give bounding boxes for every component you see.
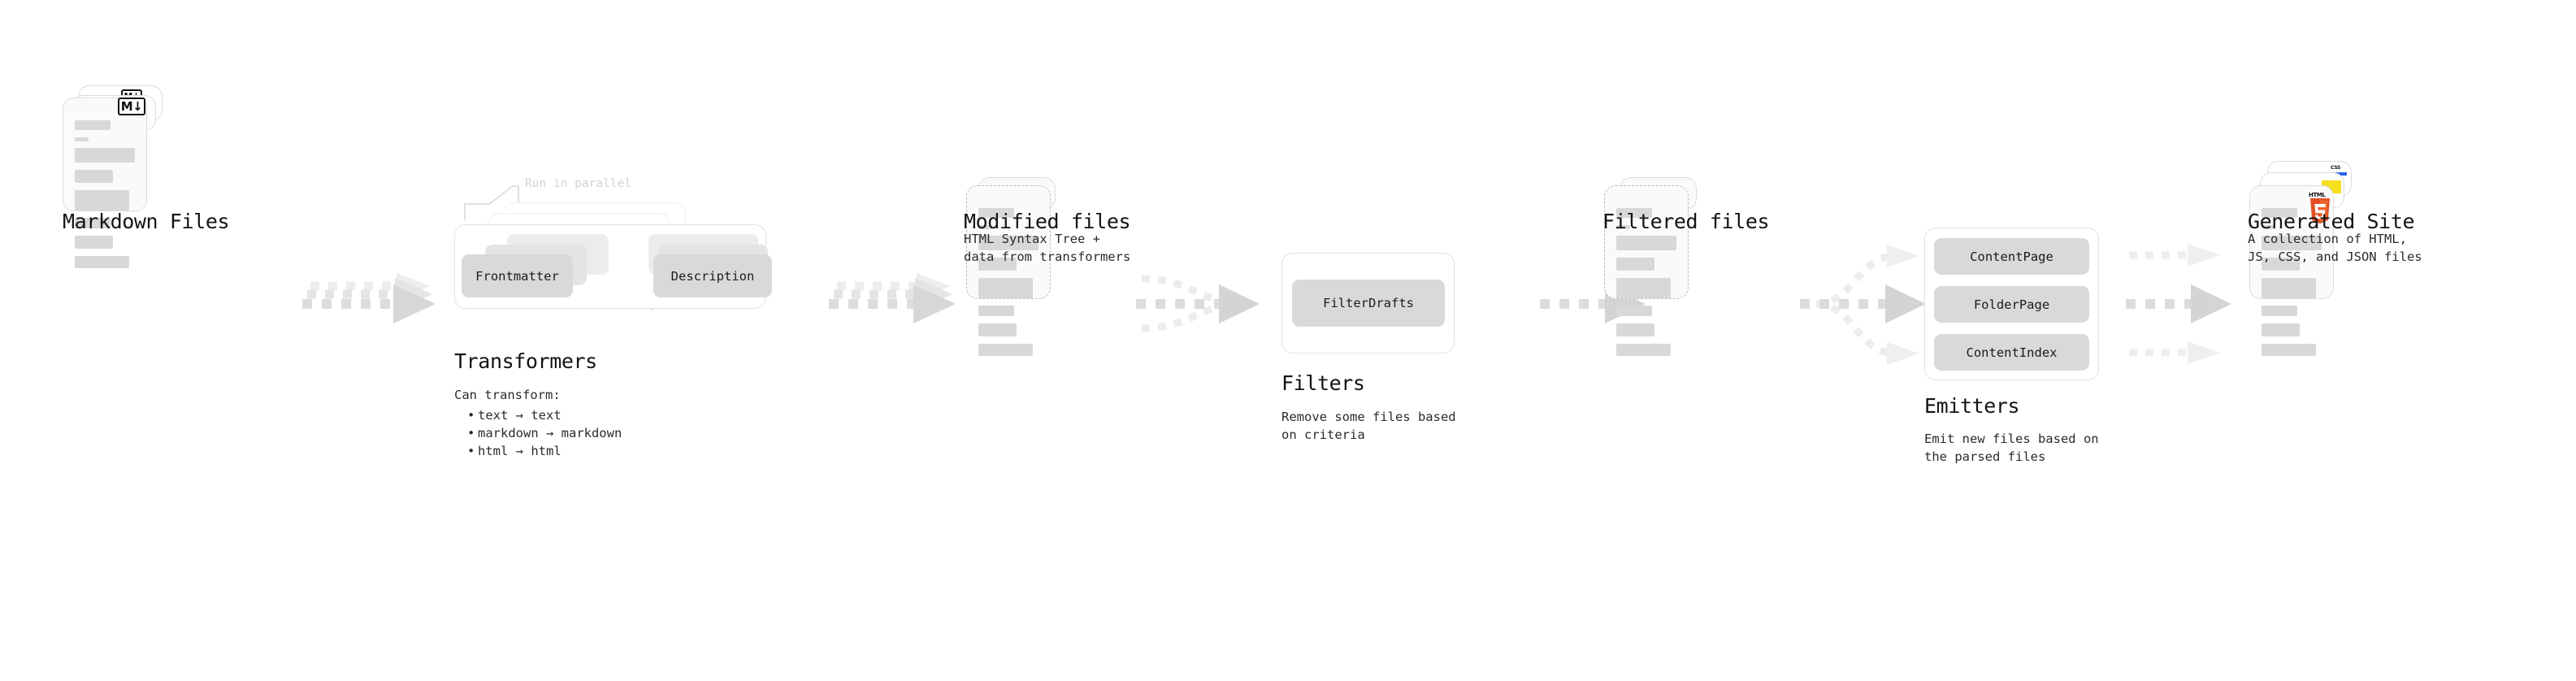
content-bar <box>75 170 113 183</box>
content-bar <box>75 137 89 141</box>
content-bar <box>978 236 1039 250</box>
modified-card-front <box>966 185 1051 356</box>
bullet-text-to-text: text → text <box>467 406 622 424</box>
modified-content-bars <box>978 208 1039 363</box>
bullet-markdown-to-markdown: markdown → markdown <box>467 424 622 442</box>
arrow-modified-to-filters <box>1136 275 1260 332</box>
filtered-files-title: Filtered files <box>1602 210 1770 233</box>
chip-contentindex[interactable]: ContentIndex <box>1934 334 2089 371</box>
markdown-files-title: Markdown Files <box>63 210 230 233</box>
markdown-card-front <box>63 98 147 268</box>
chip-filterdrafts[interactable]: FilterDrafts <box>1292 280 1445 327</box>
content-bar <box>1616 323 1654 336</box>
arrow-filtered-to-emitters <box>1800 245 1926 365</box>
content-bar <box>75 148 135 163</box>
content-bar <box>1616 225 1630 229</box>
content-bar <box>1616 258 1654 271</box>
content-bar <box>1616 278 1671 298</box>
content-bar <box>2262 208 2297 218</box>
content-bar <box>978 208 1014 218</box>
html5-icon <box>2310 198 2330 223</box>
content-bar <box>978 258 1017 271</box>
arrow-transformers-to-modified <box>829 273 956 323</box>
emitters-title: Emitters <box>1924 394 2020 418</box>
transformers-lead: Can transform: <box>454 388 561 402</box>
filtered-content-bars <box>1616 208 1676 363</box>
chip-frontmatter[interactable]: Frontmatter <box>462 254 573 297</box>
arrow-markdown-to-transformers <box>302 273 436 323</box>
content-bar <box>1616 344 1671 356</box>
content-bar <box>978 306 1014 316</box>
emitters-desc: Emit new files based on the parsed files <box>1924 432 2099 464</box>
generated-site-title: Generated Site <box>2248 210 2415 233</box>
chip-description[interactable]: Description <box>653 254 772 297</box>
content-bar <box>2262 236 2322 250</box>
content-bar <box>75 256 129 268</box>
content-bar <box>75 218 111 228</box>
generated-site-desc: A collection of HTML, JS, CSS, and JSON … <box>2248 232 2422 264</box>
filters-title: Filters <box>1281 371 1365 395</box>
content-bar <box>1616 306 1652 316</box>
modified-files-desc: HTML Syntax Tree + data from transformer… <box>964 232 1131 264</box>
filtered-card-front <box>1604 185 1689 356</box>
content-bar <box>75 236 113 249</box>
content-bar <box>978 344 1033 356</box>
transformers-title: Transformers <box>454 349 597 373</box>
transformers-bullet-list: text → text markdown → markdown html → h… <box>464 405 622 460</box>
chip-contentpage[interactable]: ContentPage <box>1934 238 2089 275</box>
content-bar <box>978 225 992 229</box>
content-bar <box>978 323 1017 336</box>
content-bar <box>2262 278 2316 298</box>
modified-files-title: Modified files <box>964 210 1131 233</box>
content-bar <box>2262 225 2275 229</box>
html5-badge-text: HTML <box>2309 192 2326 198</box>
content-bar <box>2262 323 2300 336</box>
markdown-badge-front: M↓ <box>118 98 145 115</box>
markdown-content-bars <box>75 120 135 275</box>
content-bar <box>2262 306 2297 316</box>
arrow-emitters-to-site <box>2126 244 2231 364</box>
site-content-bars <box>2262 208 2322 363</box>
css-badge-text: CSS <box>2331 165 2340 171</box>
content-bar <box>2262 258 2300 271</box>
filters-desc: Remove some files based on criteria <box>1281 410 1456 442</box>
run-in-parallel-label: Run in parallel <box>525 177 631 190</box>
bullet-html-to-html: html → html <box>467 442 622 460</box>
content-bar <box>2262 344 2316 356</box>
chip-folderpage[interactable]: FolderPage <box>1934 286 2089 323</box>
content-bar <box>978 278 1033 298</box>
content-bar <box>1616 208 1652 218</box>
content-bar <box>1616 236 1676 250</box>
content-bar <box>75 120 111 130</box>
content-bar <box>75 190 129 210</box>
